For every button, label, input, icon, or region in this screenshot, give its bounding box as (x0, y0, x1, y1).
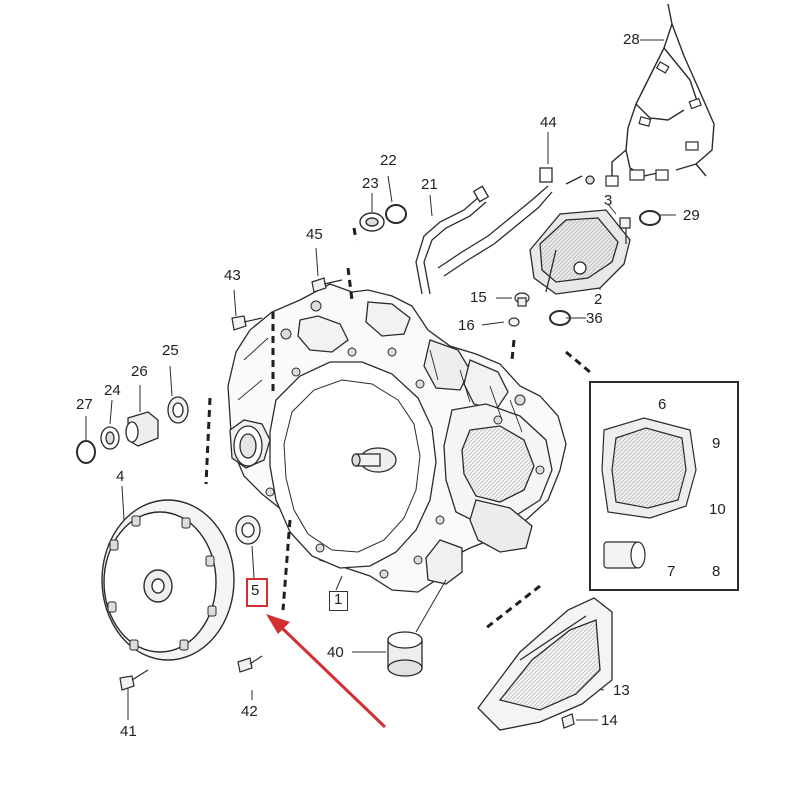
assembly-leader-lines (204, 227, 591, 630)
part-label-28: 28 (623, 31, 640, 48)
part-label-15: 15 (470, 289, 487, 306)
part-label-27: 27 (76, 396, 93, 413)
part-label-29: 29 (683, 207, 700, 224)
wiring-harness (605, 3, 715, 187)
part-label-10: 10 (709, 501, 726, 518)
part-1-reference-box (329, 591, 348, 611)
control-module (529, 175, 631, 295)
oil-pan (477, 597, 613, 731)
part-label-24: 24 (104, 382, 121, 399)
part-label-8: 8 (712, 563, 721, 580)
part-5-highlight-box (246, 578, 268, 607)
part-label-23: 23 (362, 175, 379, 192)
part-label-22: 22 (380, 152, 397, 169)
part-label-6: 6 (658, 396, 667, 413)
part-label-25: 25 (162, 342, 179, 359)
part-label-44: 44 (540, 114, 557, 131)
part-label-13: 13 (613, 682, 630, 699)
part-label-26: 26 (131, 363, 148, 380)
torque-converter (101, 499, 235, 661)
part-label-36: 36 (586, 310, 603, 327)
part-label-43: 43 (224, 267, 241, 284)
part-label-2: 2 (594, 291, 603, 308)
part-label-4: 4 (116, 468, 125, 485)
part-label-21: 21 (421, 176, 438, 193)
transmission-housing (227, 283, 567, 593)
inset-panel (589, 381, 739, 591)
part-label-9: 9 (712, 435, 721, 452)
part-label-7: 7 (667, 563, 676, 580)
shaft-seals (76, 396, 261, 545)
part-label-14: 14 (601, 712, 618, 729)
part-label-42: 42 (241, 703, 258, 720)
bolts (119, 217, 721, 729)
part-label-5: 5 (251, 582, 260, 599)
cooler-pipes (415, 167, 553, 295)
part-label-3: 3 (604, 192, 613, 209)
o-rings-upper (359, 204, 661, 326)
part-label-1: 1 (334, 591, 343, 608)
part-label-16: 16 (458, 317, 475, 334)
part-label-41: 41 (120, 723, 137, 740)
part-label-45: 45 (306, 226, 323, 243)
part-label-40: 40 (327, 644, 344, 661)
oil-filter (387, 631, 423, 677)
highlight-arrow (266, 614, 387, 729)
